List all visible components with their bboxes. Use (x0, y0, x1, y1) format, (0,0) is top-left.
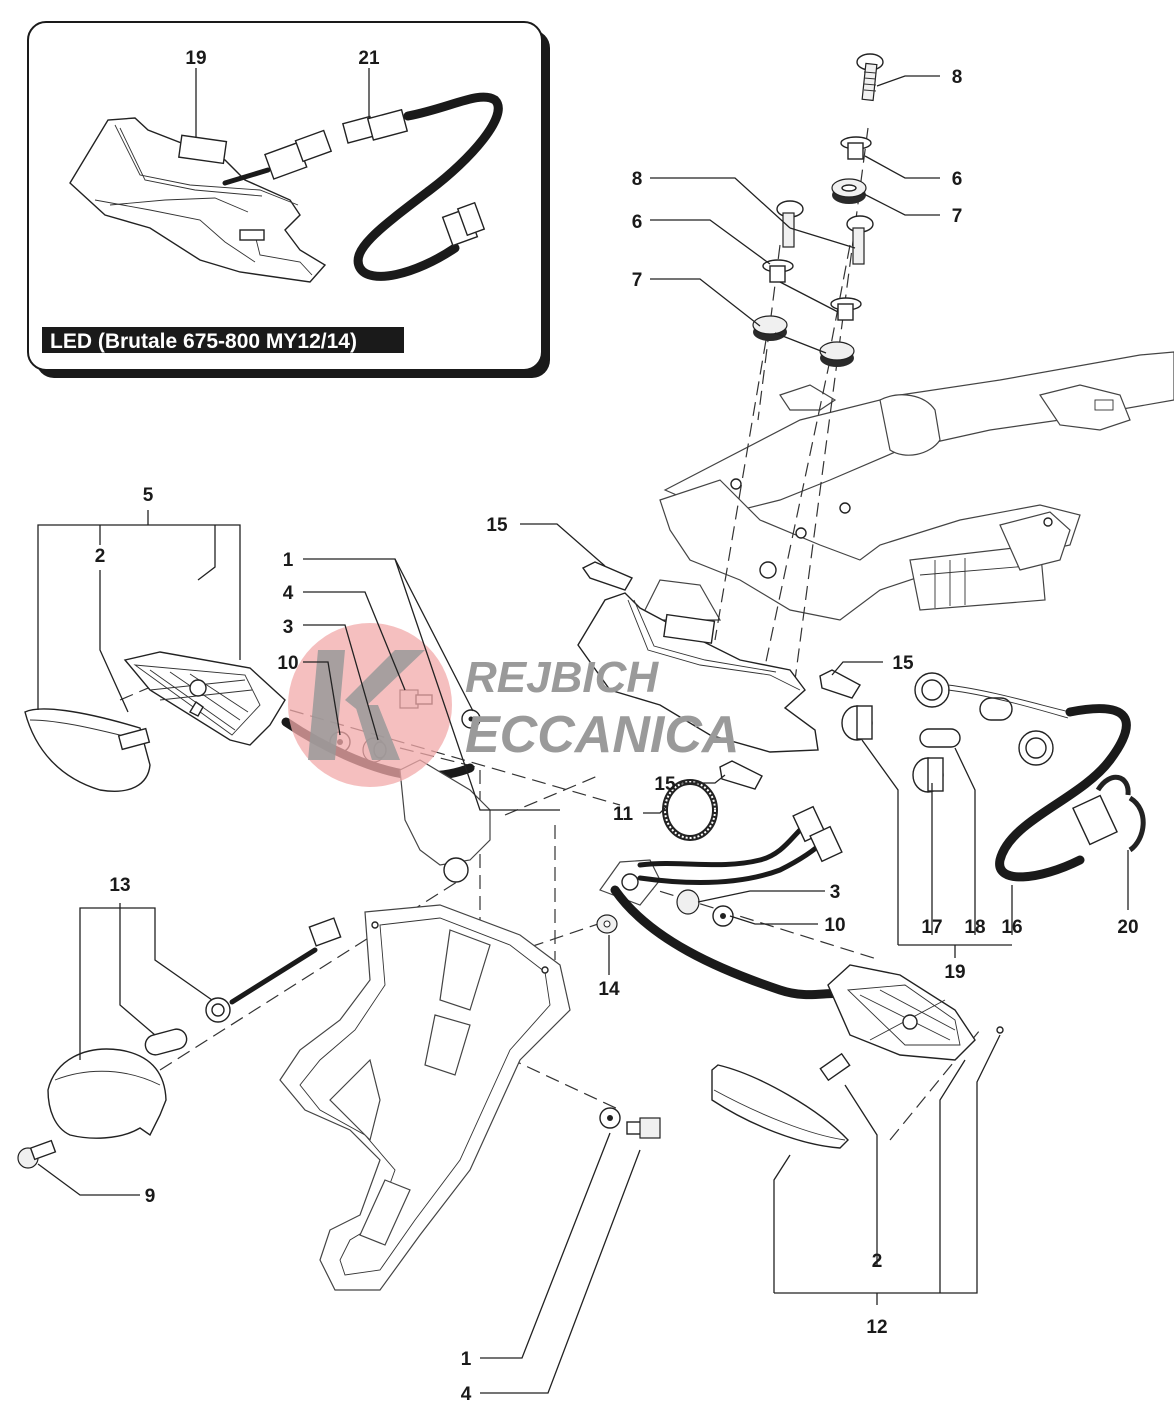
watermark-line2: ECCANICA (465, 706, 739, 764)
bulbs-17-18 (841, 705, 961, 793)
harness-right (599, 805, 850, 1000)
led-harness-drawing (222, 92, 503, 281)
inset-title-bar (42, 327, 404, 353)
rear-subframe (639, 351, 1174, 621)
grommet-3-right (676, 889, 700, 915)
callout-10: 10 (824, 915, 845, 936)
callout-6: 6 (952, 169, 963, 190)
bushing-6-right (830, 297, 862, 321)
callout-2: 2 (872, 1251, 883, 1272)
license-plate-bracket (279, 759, 571, 1291)
callout-3: 3 (283, 617, 294, 638)
watermark-logo: REJBICH ECCANICA (288, 623, 739, 787)
grommet-7-left (752, 315, 788, 341)
screw-8-left (776, 200, 804, 248)
callout-8: 8 (632, 169, 643, 190)
tail-light-assembly (577, 592, 819, 753)
watermark-logo-letters (308, 650, 425, 760)
callout-11: 11 (613, 804, 634, 825)
indicator-left (24, 651, 475, 792)
callout-15: 15 (486, 515, 508, 536)
callout-4: 4 (461, 1384, 472, 1405)
callout-7: 7 (632, 270, 643, 291)
callout-1: 1 (283, 550, 294, 571)
callout-10: 10 (277, 653, 298, 674)
callout-15: 15 (654, 774, 676, 795)
washer-1-top (461, 709, 481, 729)
clip-15-a (581, 561, 634, 591)
watermark-line1: REJBICH (465, 653, 659, 702)
grommet-7-right (819, 341, 855, 367)
callout-inset-19: 19 (185, 48, 206, 69)
callout-20: 20 (1117, 917, 1138, 938)
screw-8-top (856, 53, 884, 102)
washer-1-bottom (599, 1107, 621, 1129)
clip-15-b (819, 669, 861, 699)
callout-16: 16 (1001, 917, 1022, 938)
indicator-right (711, 964, 1004, 1149)
bushing-6-left (762, 259, 794, 283)
inset-title: LED (Brutale 675-800 MY12/14) (50, 330, 357, 353)
callout-labels: 8 6 7 8 6 7 5 2 1 4 3 10 15 15 15 11 3 1… (95, 67, 1139, 1405)
clip-15-c (719, 760, 763, 790)
callout-13: 13 (109, 875, 130, 896)
leader-lines (37, 75, 1129, 1394)
callout-14: 14 (598, 979, 620, 1000)
bolt-4-bottom (626, 1117, 661, 1139)
callout-4: 4 (283, 583, 294, 604)
callout-6: 6 (632, 212, 643, 233)
bushing-6-top (840, 136, 872, 160)
screw-8-right (846, 215, 874, 265)
callout-18: 18 (964, 917, 985, 938)
callout-15: 15 (892, 653, 914, 674)
callout-3: 3 (830, 882, 841, 903)
inset-border (27, 21, 543, 371)
callout-2: 2 (95, 546, 106, 567)
callout-7: 7 (952, 206, 963, 227)
clamp-11 (662, 779, 718, 841)
inset-panel: 19 21 LED (Brutale 675-800 MY12/14) (27, 21, 550, 378)
callout-12: 12 (866, 1317, 887, 1338)
callout-17: 17 (921, 917, 942, 938)
callout-19: 19 (944, 962, 965, 983)
led-tail-light-drawing (69, 117, 327, 283)
callout-8: 8 (952, 67, 963, 88)
callout-5: 5 (143, 485, 154, 506)
callout-inset-21: 21 (358, 48, 380, 69)
nut-14 (596, 914, 618, 934)
grommet-7-top (831, 178, 867, 204)
washer-10-right (712, 905, 734, 927)
plate-light-13 (17, 917, 342, 1169)
callout-9: 9 (145, 1186, 156, 1207)
harness-16 (914, 672, 1146, 882)
callout-1: 1 (461, 1349, 472, 1370)
